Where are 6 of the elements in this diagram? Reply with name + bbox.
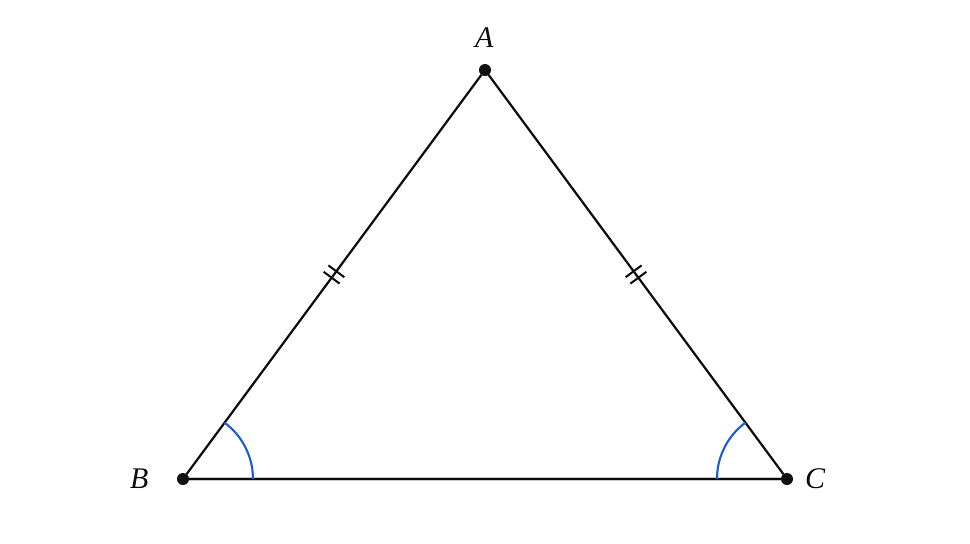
vertex-label: C <box>805 463 826 495</box>
triangle-side <box>186 74 482 475</box>
triangle-side <box>189 478 781 480</box>
vertex-label: A <box>475 22 494 54</box>
vertex-label: B <box>130 463 148 495</box>
triangle-side <box>488 74 784 475</box>
